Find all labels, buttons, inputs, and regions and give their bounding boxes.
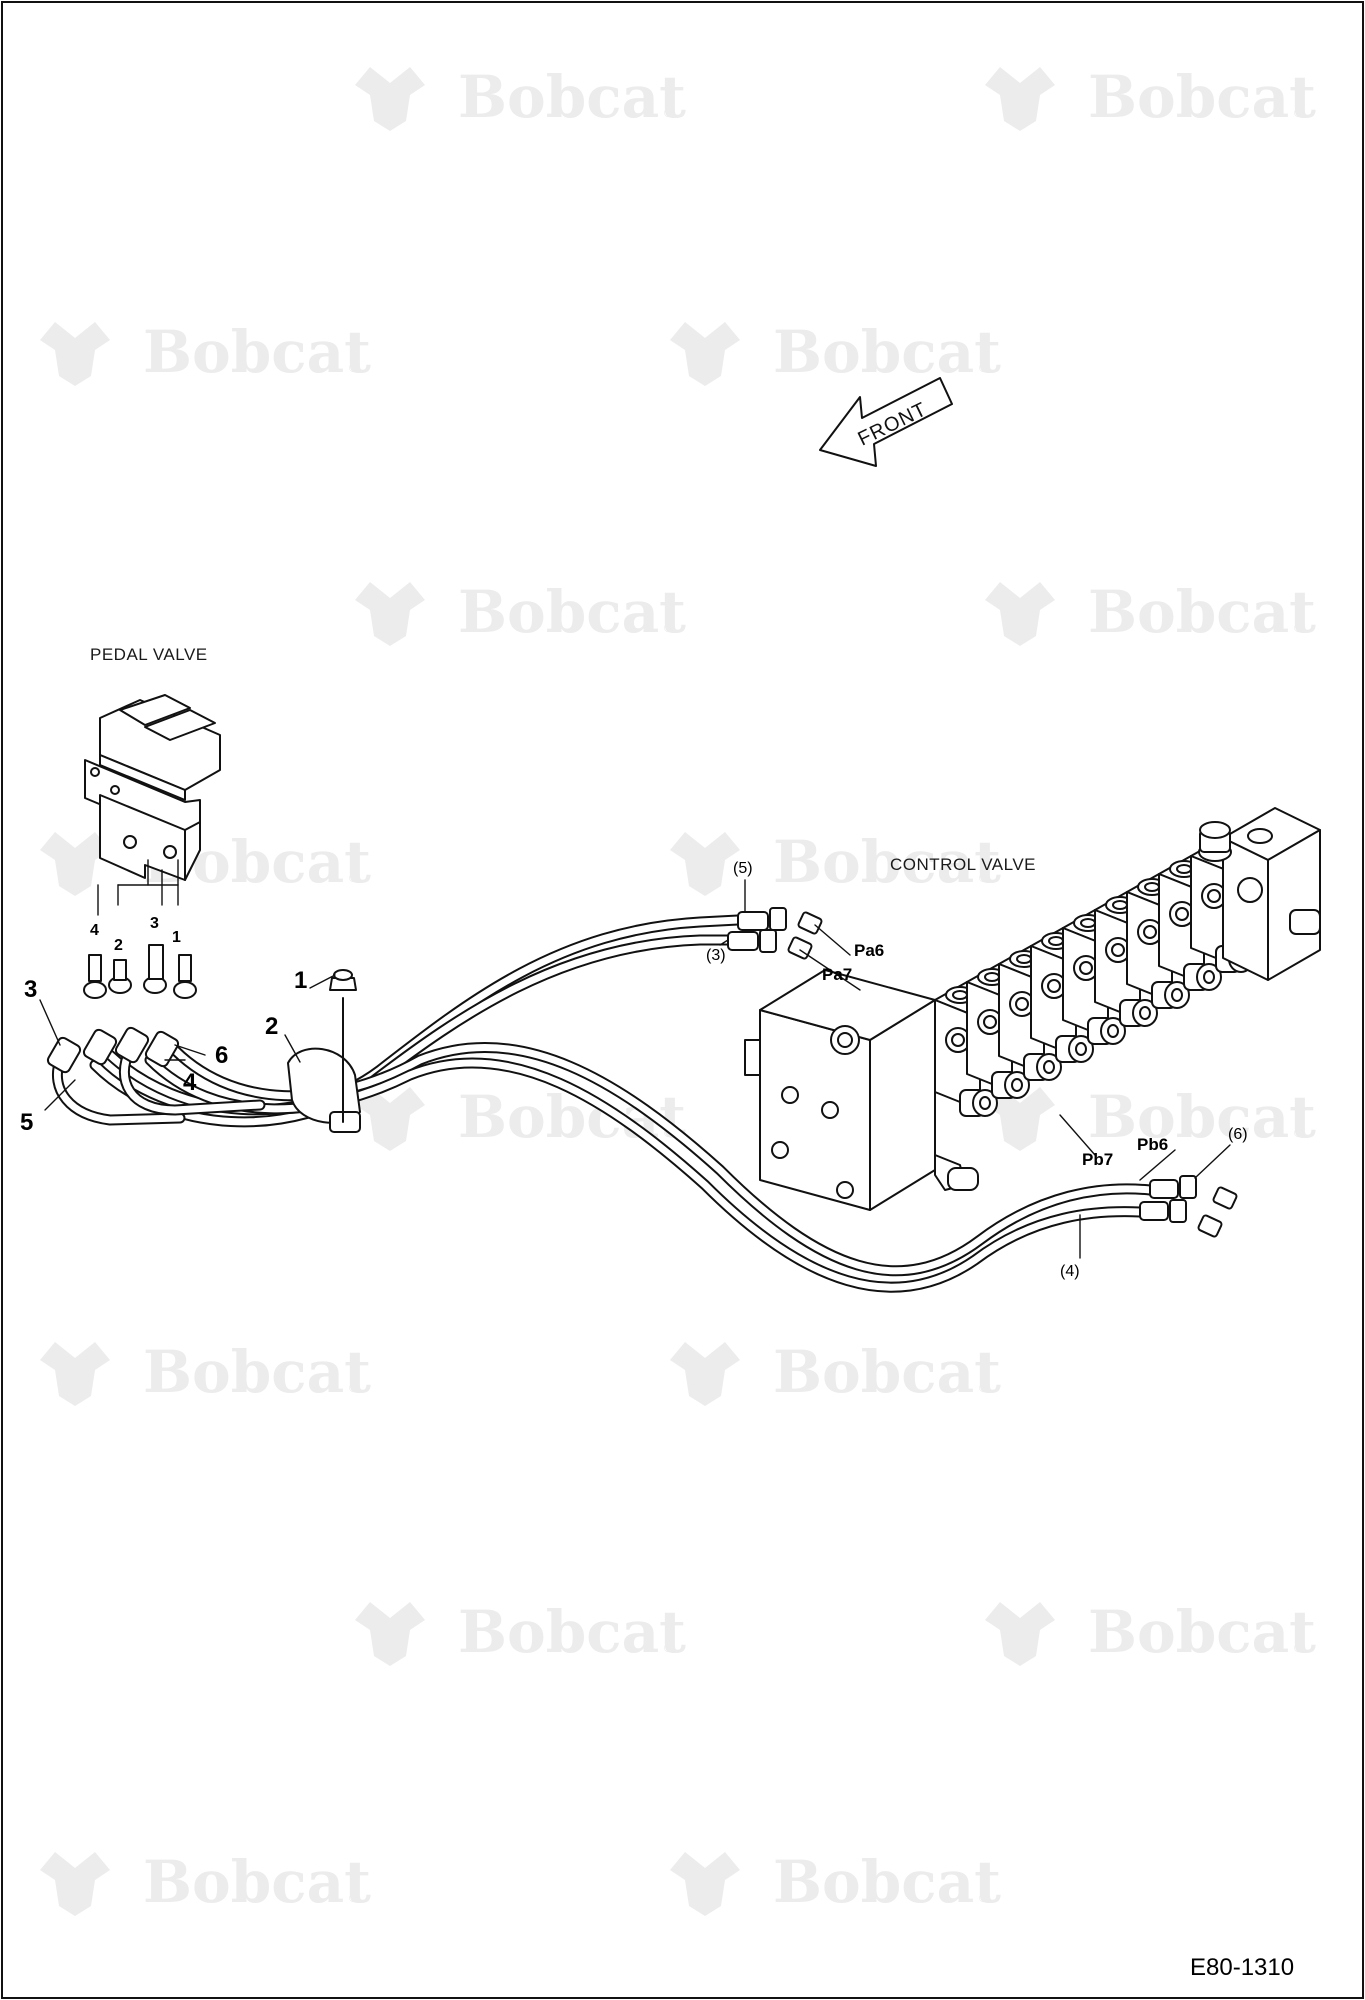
- pedal-valve: [84, 694, 221, 881]
- svg-text:®: ®: [979, 361, 988, 375]
- pedal-port-label: 4: [90, 922, 99, 939]
- svg-text:®: ®: [664, 106, 673, 120]
- pedal-port-label: 3: [150, 915, 159, 932]
- svg-text:Bobcat: Bobcat: [773, 1848, 1001, 1916]
- watermark-layer: Bobcat®Bobcat®Bobcat®Bobcat®Bobcat®Bobca…: [40, 63, 1316, 1916]
- pedal-port-label: 2: [114, 937, 123, 954]
- svg-text:®: ®: [1294, 1641, 1303, 1655]
- watermark-logo: Bobcat®: [40, 1338, 371, 1406]
- callout-item-1: 1: [294, 967, 307, 994]
- upper-fittings: [727, 907, 823, 960]
- svg-text:Bobcat: Bobcat: [1088, 1598, 1316, 1666]
- port-label-pb6: Pb6: [1137, 1135, 1168, 1154]
- watermark-logo: Bobcat®: [985, 1598, 1316, 1666]
- svg-text:Bobcat: Bobcat: [1088, 63, 1316, 131]
- pedal-port-label: 1: [172, 929, 181, 946]
- svg-text:Bobcat: Bobcat: [1088, 578, 1316, 646]
- leader-lines: [39, 859, 1231, 1259]
- svg-text:Bobcat: Bobcat: [773, 1338, 1001, 1406]
- control-valve: [744, 807, 1321, 1211]
- svg-text:Bobcat: Bobcat: [1088, 1083, 1316, 1151]
- svg-text:®: ®: [349, 871, 358, 885]
- watermark-logo: Bobcat®: [670, 1848, 1001, 1916]
- callout-item-6: 6: [215, 1042, 228, 1069]
- lower-fittings: [1139, 1175, 1238, 1238]
- watermark-logo: Bobcat®: [40, 828, 371, 896]
- watermark-logo: Bobcat®: [355, 578, 686, 646]
- hose-ref-4: (4): [1060, 1263, 1080, 1280]
- svg-text:®: ®: [979, 871, 988, 885]
- svg-text:Bobcat: Bobcat: [143, 1848, 371, 1916]
- svg-text:Bobcat: Bobcat: [458, 1598, 686, 1666]
- svg-text:Bobcat: Bobcat: [773, 318, 1001, 386]
- control-valve-label: CONTROL VALVE: [890, 855, 1036, 874]
- svg-text:®: ®: [349, 1891, 358, 1905]
- svg-text:®: ®: [349, 361, 358, 375]
- hose-ref-6: (6): [1228, 1126, 1248, 1143]
- svg-text:®: ®: [1294, 621, 1303, 635]
- hose-ref-3: (3): [706, 947, 726, 964]
- svg-text:®: ®: [664, 1641, 673, 1655]
- svg-text:Bobcat: Bobcat: [143, 318, 371, 386]
- svg-text:Bobcat: Bobcat: [143, 1338, 371, 1406]
- hose-ref-5: (5): [733, 860, 753, 877]
- svg-text:Bobcat: Bobcat: [458, 63, 686, 131]
- watermark-logo: Bobcat®: [355, 1598, 686, 1666]
- port-label-pb7: Pb7: [1082, 1150, 1113, 1169]
- svg-text:®: ®: [1294, 106, 1303, 120]
- callout-item-2: 2: [265, 1013, 278, 1040]
- svg-text:®: ®: [979, 1891, 988, 1905]
- watermark-logo: Bobcat®: [985, 63, 1316, 131]
- port-label-pa7: Pa7: [822, 965, 852, 984]
- front-direction-arrow: FRONT: [819, 377, 953, 467]
- svg-text:®: ®: [1294, 1126, 1303, 1140]
- callout-item-5: 5: [20, 1109, 33, 1136]
- watermark-logo: Bobcat®: [985, 1083, 1316, 1151]
- watermark-logo: Bobcat®: [40, 318, 371, 386]
- callout-item-4: 4: [183, 1069, 197, 1096]
- drawing-code: E80-1310: [1190, 1954, 1294, 1981]
- watermark-logo: Bobcat®: [985, 578, 1316, 646]
- watermark-logo: Bobcat®: [355, 1083, 686, 1151]
- svg-text:Bobcat: Bobcat: [458, 578, 686, 646]
- svg-text:Bobcat: Bobcat: [773, 828, 1001, 896]
- svg-text:®: ®: [664, 621, 673, 635]
- watermark-logo: Bobcat®: [670, 1338, 1001, 1406]
- pedal-valve-label: PEDAL VALVE: [90, 645, 208, 664]
- watermark-logo: Bobcat®: [355, 63, 686, 131]
- svg-text:®: ®: [979, 1381, 988, 1395]
- watermark-logo: Bobcat®: [40, 1848, 371, 1916]
- hose-clamp: [287, 969, 361, 1133]
- svg-text:®: ®: [349, 1381, 358, 1395]
- watermark-logo: Bobcat®: [670, 828, 1001, 896]
- port-label-pa6: Pa6: [854, 941, 884, 960]
- watermark-logo: Bobcat®: [670, 318, 1001, 386]
- pedal-side-fittings: [46, 944, 197, 1074]
- callout-item-3: 3: [24, 976, 37, 1003]
